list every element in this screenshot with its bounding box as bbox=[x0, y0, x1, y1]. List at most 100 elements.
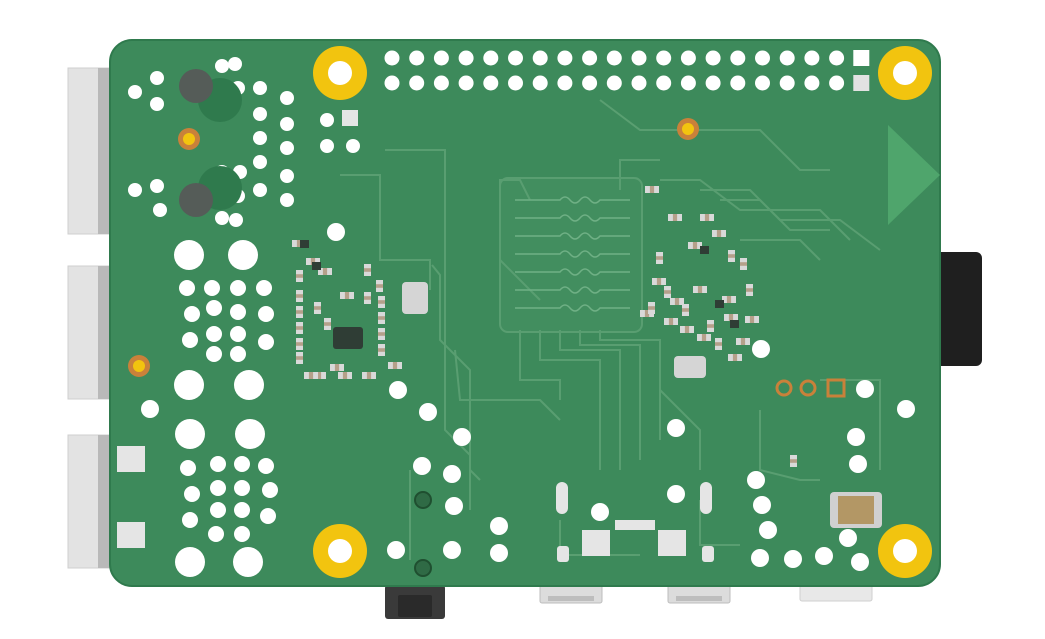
trace bbox=[579, 330, 641, 460]
gpio-pin bbox=[557, 75, 573, 91]
trace bbox=[519, 330, 561, 400]
smd-part-body bbox=[344, 292, 350, 299]
via-core bbox=[183, 133, 195, 145]
smd-part-body bbox=[649, 186, 655, 193]
gpio-pin bbox=[705, 75, 721, 91]
through-hole bbox=[667, 485, 685, 503]
gpio-pin bbox=[458, 75, 474, 91]
misc-holes bbox=[141, 223, 915, 577]
smd-part-body bbox=[728, 314, 734, 321]
soc-wire bbox=[515, 214, 630, 222]
gpio-pin bbox=[680, 50, 696, 66]
electrolytic-cap-body bbox=[838, 496, 874, 524]
gpio-pin bbox=[483, 50, 499, 66]
smd-part-body bbox=[364, 268, 371, 272]
pad-hole bbox=[210, 502, 226, 518]
smd-part-body bbox=[314, 306, 321, 310]
through-hole bbox=[389, 381, 407, 399]
soc-wire bbox=[515, 286, 630, 294]
through-hole bbox=[784, 550, 802, 568]
smd-part-body bbox=[376, 284, 383, 288]
trace bbox=[539, 330, 601, 470]
gpio-pin bbox=[829, 50, 845, 66]
ethernet-pad-hole bbox=[174, 240, 204, 270]
smd-part-body bbox=[648, 306, 655, 310]
gpio-pin bbox=[804, 75, 820, 91]
top-left-components bbox=[179, 69, 242, 217]
through-hole bbox=[851, 553, 869, 571]
smd-part-body bbox=[296, 310, 303, 314]
pad-hole bbox=[128, 183, 142, 197]
pad-hole bbox=[346, 139, 360, 153]
small-components bbox=[117, 110, 882, 562]
through-hole bbox=[443, 541, 461, 559]
smd-part-body bbox=[296, 342, 303, 346]
through-hole bbox=[747, 471, 765, 489]
gpio-pin bbox=[656, 75, 672, 91]
through-hole bbox=[815, 547, 833, 565]
pad-hole bbox=[204, 280, 220, 296]
through-hole bbox=[413, 457, 431, 475]
gpio-pin bbox=[705, 50, 721, 66]
through-hole bbox=[490, 544, 508, 562]
gpio-pin bbox=[631, 75, 647, 91]
edge-marker bbox=[888, 125, 940, 225]
pad-hole bbox=[253, 183, 267, 197]
inductor bbox=[179, 69, 213, 103]
dark-hole bbox=[414, 491, 432, 509]
slot-hole bbox=[557, 546, 569, 562]
gpio-pin bbox=[755, 50, 770, 66]
trace bbox=[499, 179, 541, 301]
pad-hole bbox=[150, 71, 164, 85]
pad-hole bbox=[260, 508, 276, 524]
gpio-pin bbox=[508, 50, 523, 66]
smd-part-body bbox=[668, 318, 674, 325]
smd-part-body bbox=[296, 240, 302, 247]
gpio-pin-square bbox=[853, 75, 870, 91]
ethernet-pad-hole bbox=[228, 240, 258, 270]
gpio-pin bbox=[755, 75, 770, 91]
tiny-ic bbox=[312, 262, 321, 270]
smd-part-body bbox=[656, 256, 663, 260]
smd-part-body bbox=[682, 308, 689, 312]
trace bbox=[559, 330, 621, 470]
gpio-pin bbox=[804, 50, 820, 66]
trace bbox=[659, 389, 701, 470]
through-hole bbox=[856, 380, 874, 398]
mounting-hole bbox=[328, 539, 352, 563]
slot-hole bbox=[700, 482, 712, 514]
smd-part-body bbox=[746, 288, 753, 292]
gpio-pin bbox=[532, 50, 548, 66]
smd-part-body bbox=[316, 372, 322, 379]
gpio-pin bbox=[458, 50, 474, 66]
usb-port-top-edge bbox=[98, 68, 110, 234]
pad-hole bbox=[320, 113, 334, 127]
pad-hole bbox=[230, 304, 246, 320]
soc-wire bbox=[515, 304, 630, 312]
trace bbox=[454, 349, 561, 421]
audio-jack-inner bbox=[398, 595, 432, 617]
ic-chip bbox=[333, 327, 363, 349]
ethernet-pad-hole bbox=[175, 419, 205, 449]
smd-part-body bbox=[378, 316, 385, 320]
pad-hole bbox=[262, 482, 278, 498]
pad-hole bbox=[234, 526, 250, 542]
pad-hole bbox=[206, 300, 222, 316]
crystal bbox=[674, 356, 706, 378]
ethernet-pad-hole bbox=[175, 547, 205, 577]
through-hole bbox=[327, 223, 345, 241]
micro-usb-left-slot bbox=[548, 596, 594, 601]
smd-part-body bbox=[672, 214, 678, 221]
ethernet-pad-hole bbox=[174, 370, 204, 400]
smd-part-body bbox=[716, 230, 722, 237]
gpio-pin bbox=[409, 50, 425, 66]
pad-hole bbox=[234, 502, 250, 518]
pad-hole bbox=[210, 456, 226, 472]
gpio-pin bbox=[680, 75, 696, 91]
tiny-ic bbox=[730, 320, 739, 328]
smd-components bbox=[292, 186, 797, 467]
pad-hole bbox=[128, 85, 142, 99]
soc-wire bbox=[515, 196, 630, 204]
gpio-pin bbox=[606, 50, 622, 66]
